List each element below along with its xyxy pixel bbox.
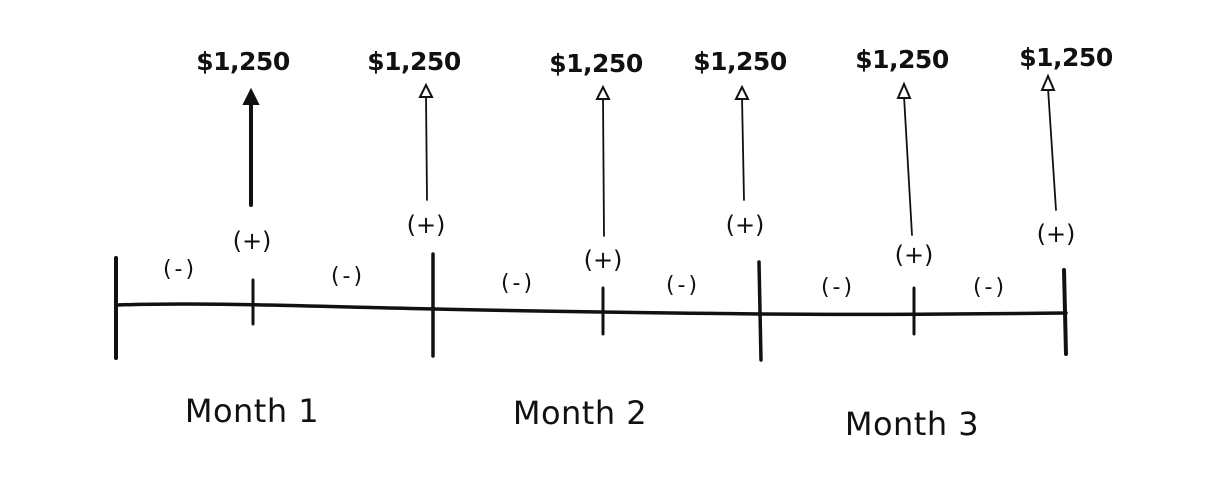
- payment-arrow-2: [418, 82, 434, 201]
- outflow-sign-1: (-): [163, 257, 197, 282]
- inflow-sign-4: (+): [726, 211, 765, 239]
- month-label-2: Month 2: [513, 394, 647, 432]
- payment-arrow-5: [896, 81, 913, 236]
- payment-amount-3: $1,250: [549, 49, 643, 78]
- inflow-sign-5: (+): [895, 241, 934, 269]
- inflow-sign-6: (+): [1037, 220, 1076, 248]
- month-label-3: Month 3: [845, 405, 979, 443]
- month-boundary-tick-2: [757, 260, 763, 362]
- payment-arrow-6: [1040, 73, 1057, 211]
- payment-amount-5: $1,250: [855, 45, 949, 74]
- payment-arrow-3: [595, 84, 611, 237]
- payment-amount-4: $1,250: [693, 47, 787, 76]
- outflow-sign-4: (-): [666, 273, 700, 298]
- outflow-sign-3: (-): [501, 271, 535, 296]
- payment-arrow-1: [242, 87, 260, 207]
- payment-arrow-4: [734, 84, 750, 201]
- month-boundary-tick-end: [1062, 268, 1068, 356]
- inflow-sign-2: (+): [407, 211, 446, 239]
- month-label-1: Month 1: [185, 392, 319, 430]
- outflow-sign-6: (-): [973, 275, 1007, 300]
- outflow-sign-2: (-): [331, 264, 365, 289]
- inflow-sign-3: (+): [584, 246, 623, 274]
- payment-amount-2: $1,250: [367, 47, 461, 76]
- inflow-sign-1: (+): [233, 227, 272, 255]
- outflow-sign-5: (-): [821, 275, 855, 300]
- payment-amount-1: $1,250: [196, 47, 290, 76]
- timeline-axis: [116, 302, 1068, 317]
- payment-amount-6: $1,250: [1019, 43, 1113, 72]
